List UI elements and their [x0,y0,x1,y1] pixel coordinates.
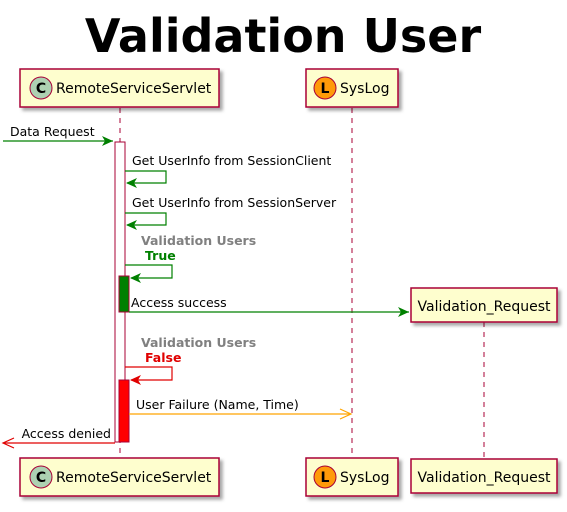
library-badge-letter: L [321,470,330,486]
participant-name: SysLog [340,81,389,97]
class-badge-icon [29,76,53,100]
participant-name: Validation_Request [418,299,552,315]
message-user-failure: User Failure (Name, Time) [129,397,353,420]
message-label: Get UserInfo from SessionClient [132,153,331,168]
message-access-denied: Access denied [1,426,115,449]
message-get-userinfo-server: Get UserInfo from SessionServer [125,195,337,230]
participant-remote-service-servlet-bottom[interactable]: C RemoteServiceServlet [19,457,220,497]
library-badge-icon [313,76,337,100]
message-validation-true: Validation Users True [125,233,256,283]
participant-syslog-bottom[interactable]: L SysLog [305,457,399,497]
class-badge-letter: C [36,470,46,486]
participant-validation-request-top[interactable]: Validation_Request [410,287,558,323]
participant-validation-request-bottom[interactable]: Validation_Request [410,458,558,494]
participant-name: RemoteServiceServlet [56,81,212,97]
message-label: False [145,350,181,365]
participant-name: Validation_Request [418,470,552,486]
message-heading: Validation Users [141,233,256,248]
message-label: Access denied [22,426,111,441]
message-label: User Failure (Name, Time) [136,397,299,412]
message-validation-false: Validation Users False [125,335,256,385]
message-heading: Validation Users [141,335,256,350]
class-badge-letter: C [36,81,46,97]
library-badge-letter: L [321,81,330,97]
participant-syslog-top[interactable]: L SysLog [305,68,399,108]
participant-remote-service-servlet-top[interactable]: C RemoteServiceServlet [19,68,220,108]
message-label: True [145,248,176,263]
participant-name: RemoteServiceServlet [56,470,212,486]
class-badge-icon [29,465,53,489]
diagram-title: Validation User [85,9,482,63]
activation-bar-failure [118,379,130,443]
message-label: Data Request [10,124,95,139]
message-data-request: Data Request [3,124,113,146]
message-access-success: Access success [129,295,409,317]
library-badge-icon [313,465,337,489]
participant-name: SysLog [340,470,389,486]
message-label: Access success [131,295,227,310]
message-label: Get UserInfo from SessionServer [132,195,337,210]
activation-bar-success [118,275,130,313]
message-get-userinfo-client: Get UserInfo from SessionClient [125,153,331,188]
